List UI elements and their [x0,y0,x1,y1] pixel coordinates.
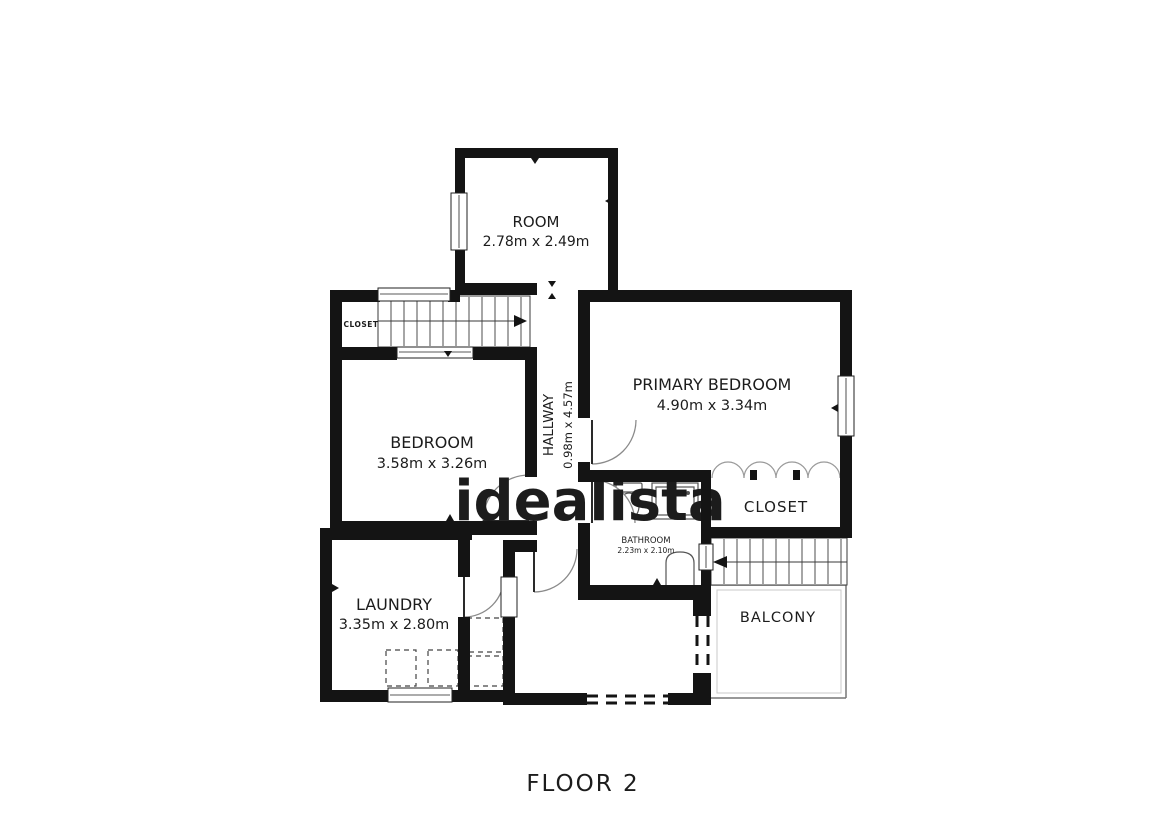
wall-segment [503,693,587,705]
wall-segment [701,527,852,538]
wall-segment [458,617,470,702]
window [396,346,474,359]
window [377,287,451,302]
room-label-hallway: HALLWAY [541,393,557,456]
room-label-balcony: BALCONY [740,610,816,626]
wall-segment [608,148,618,295]
wall-segment [578,290,852,302]
shower [651,482,699,520]
wall-segment [693,592,711,616]
room-label-primary-bedroom: PRIMARY BEDROOM [633,375,792,394]
wall-segment [455,148,465,193]
stairs-down [710,537,848,586]
room-label-laundry: LAUNDRY [356,595,432,614]
wall-segment [458,528,470,577]
stairs-up-arrow [514,315,527,327]
wall-segment [448,290,460,302]
wall-segment [455,250,465,295]
door-hall-to-room [533,548,578,593]
wall-segment [503,540,537,552]
windows [377,192,855,703]
stairs-down-arrow [713,556,727,568]
cased-opening [500,576,518,618]
appliance-washer [385,649,417,687]
wall-segment [578,585,711,600]
door-primary-bedroom [591,419,637,465]
room-dims-bedroom: 3.58m x 3.26m [377,456,488,472]
wall-segment [525,347,537,477]
wall-segment [320,528,472,540]
room-label-bathroom: BATHROOM [621,536,670,546]
wall-segment [320,528,332,702]
wall-segment [840,436,852,538]
wall-tick-markers [332,158,838,592]
window [387,687,453,703]
room-dims-bathroom: 2.23m x 2.10m [617,546,674,555]
wall-segment [330,290,380,302]
wall-segment [578,302,590,418]
room-dims-room: 2.78m x 2.49m [483,234,590,250]
closet-arches [711,461,841,480]
stairs-up [377,295,531,348]
wall-segment [503,540,515,702]
room-dims-laundry: 3.35m x 2.80m [339,617,450,633]
wall-segment [455,283,537,295]
wall-segment [330,290,342,535]
wall-segment [693,673,711,705]
appliance-unit-2 [466,655,504,687]
window [698,543,714,571]
wall-segment [578,470,711,482]
wall-segment [473,347,537,360]
sliding-opening-balcony [695,616,710,673]
room-dims-hallway: 0.98m x 4.57m [561,381,575,469]
appliance-dryer [427,649,459,687]
wall-segment [578,523,590,585]
window [450,192,468,251]
room-label-closet-small: CLOSET [343,320,378,329]
door-laundry [463,576,505,618]
sliding-opening-bottom [587,694,668,705]
room-label-closet-primary: CLOSET [744,498,808,516]
walls [320,148,852,705]
room-label-room: ROOM [513,213,560,231]
room-dims-primary-bedroom: 4.90m x 3.34m [657,398,768,414]
window [837,375,855,437]
wall-segment [840,290,852,376]
wall-segment [455,148,618,158]
wall-segment [342,347,397,360]
bathtub [665,551,695,588]
floor-title: FLOOR 2 [526,771,639,797]
appliance-unit-1 [466,617,504,653]
balcony-outline [711,584,847,699]
room-label-bedroom: BEDROOM [390,433,474,452]
wall-segment [320,690,390,702]
